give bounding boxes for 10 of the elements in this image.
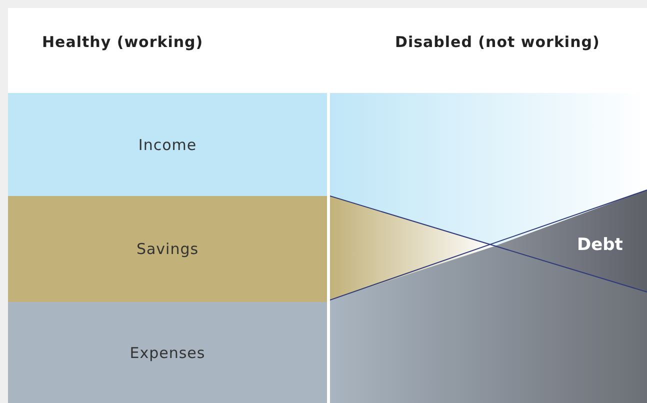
band-label: Savings [136, 240, 199, 258]
band-label: Income [138, 136, 197, 154]
debt-wedge [495, 190, 647, 292]
column-header: Healthy (working) [42, 33, 204, 51]
column-header: Disabled (not working) [395, 33, 600, 51]
band-label: Expenses [130, 344, 206, 362]
debt-label: Debt [577, 235, 623, 255]
band [8, 196, 327, 302]
band [8, 302, 327, 403]
band [8, 93, 327, 196]
